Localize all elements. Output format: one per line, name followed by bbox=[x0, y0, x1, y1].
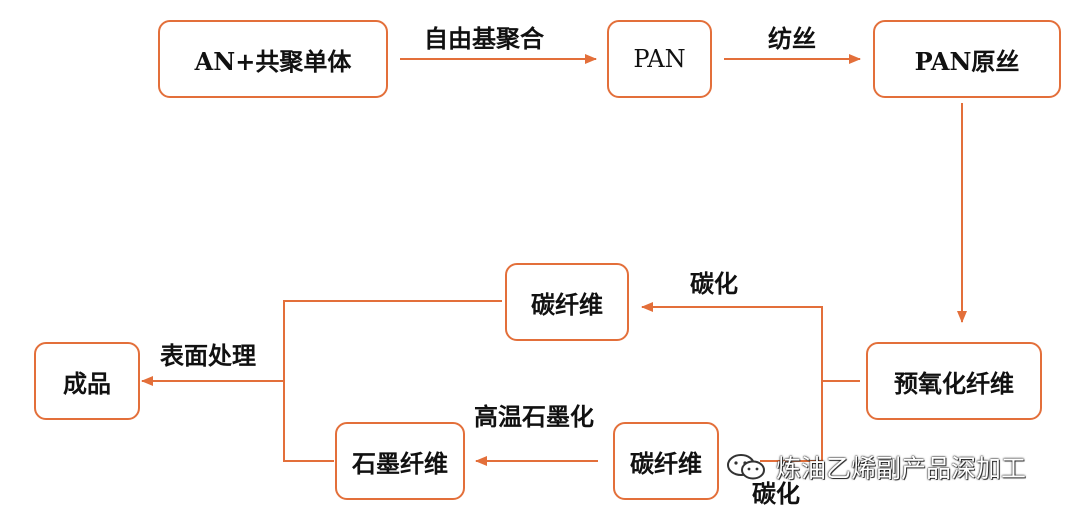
node-product: 成品 bbox=[34, 342, 140, 420]
wechat-icon bbox=[726, 452, 766, 482]
node-pan-precursor: PAN原丝 bbox=[873, 20, 1061, 98]
label-spinning: 纺丝 bbox=[768, 24, 816, 53]
node-preoxidized-fiber: 预氧化纤维 bbox=[866, 342, 1042, 420]
node-carbon-fiber-bottom: 碳纤维 bbox=[613, 422, 719, 500]
arrow-preox-to-carbon-top bbox=[641, 302, 823, 381]
node-carbon-fiber-top: 碳纤维 bbox=[505, 263, 629, 341]
node-graphite-fiber: 石墨纤维 bbox=[335, 422, 465, 500]
label-carbonization-top: 碳化 bbox=[690, 269, 738, 298]
label-graphitization: 高温石墨化 bbox=[474, 402, 594, 431]
watermark-text: 炼油乙烯副产品深加工 bbox=[776, 454, 1027, 483]
label-carbonization-bottom: 碳化 bbox=[752, 479, 800, 508]
watermark: 炼油乙烯副产品深加工 bbox=[726, 450, 1026, 484]
label-polymerization: 自由基聚合 bbox=[424, 24, 544, 53]
line-preox-to-carbon-bottom bbox=[760, 381, 823, 462]
line-graphite-to-merge bbox=[283, 381, 334, 462]
node-pan: PAN bbox=[607, 20, 712, 98]
node-monomer: AN+共聚单体 bbox=[158, 20, 388, 98]
line-carbon-top-to-merge bbox=[283, 300, 502, 381]
label-surface-treatment: 表面处理 bbox=[160, 341, 256, 370]
